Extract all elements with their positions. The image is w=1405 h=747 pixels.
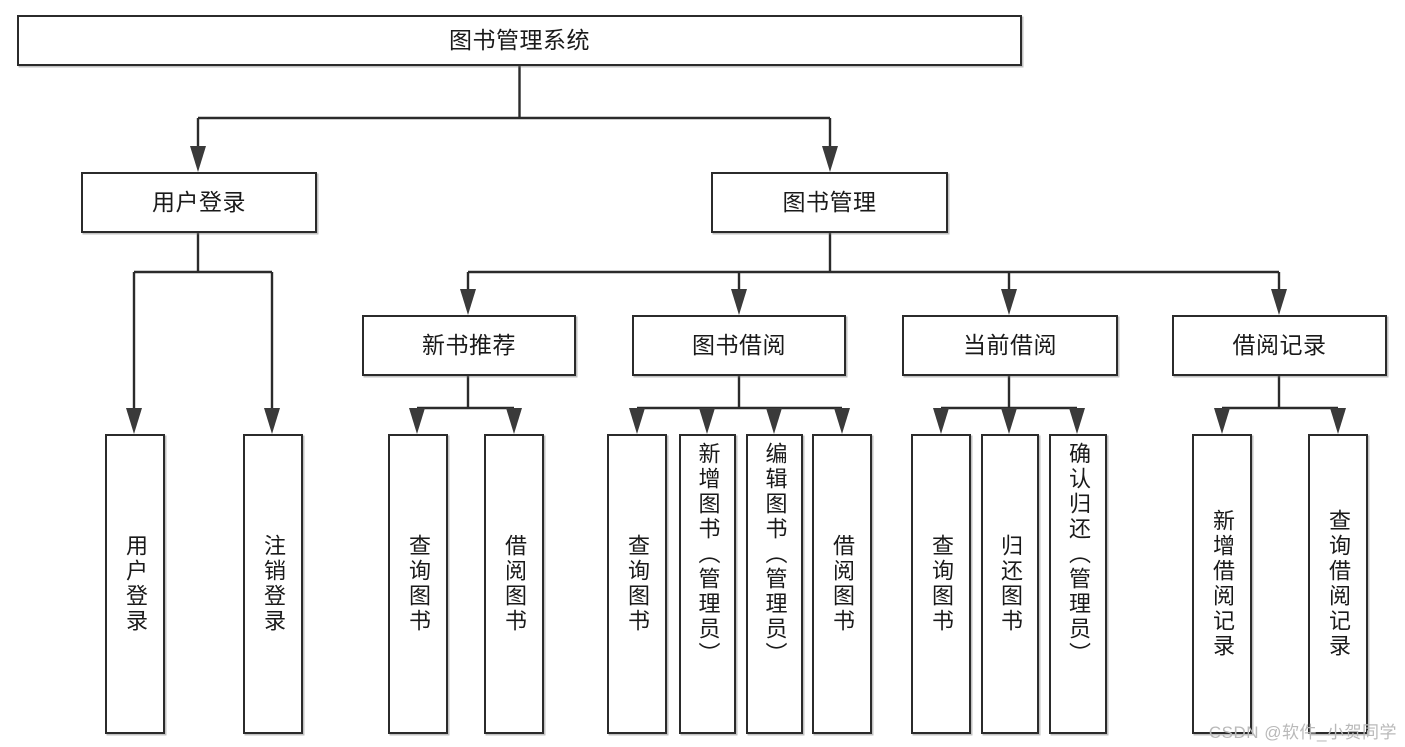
leaf-new-book-borrow-book[interactable]: 借阅图书 — [484, 434, 544, 734]
leaf-borrow-query-book[interactable]: 查询图书 — [607, 434, 667, 734]
leaf-borrow-add-book-admin[interactable]: 新增图书（管理员） — [679, 434, 736, 734]
node-label: 查询图书 — [625, 534, 650, 634]
leaf-borrow-edit-book-admin[interactable]: 编辑图书（管理员） — [746, 434, 803, 734]
node-label: 新增图书（管理员） — [695, 442, 721, 667]
node-label: 图书借阅 — [692, 331, 786, 358]
leaf-current-query-book[interactable]: 查询图书 — [911, 434, 971, 734]
leaf-user-login-logout[interactable]: 注销登录 — [243, 434, 303, 734]
node-root-book-management-system[interactable]: 图书管理系统 — [17, 15, 1022, 66]
node-new-book-recommend[interactable]: 新书推荐 — [362, 315, 576, 376]
node-label: 借阅图书 — [830, 534, 855, 634]
node-book-borrow[interactable]: 图书借阅 — [632, 315, 846, 376]
leaf-current-confirm-return-admin[interactable]: 确认归还（管理员） — [1049, 434, 1107, 734]
leaf-new-book-query-book[interactable]: 查询图书 — [388, 434, 448, 734]
leaf-record-add-borrow-record[interactable]: 新增借阅记录 — [1192, 434, 1252, 734]
node-label: 编辑图书（管理员） — [762, 442, 788, 667]
node-current-borrow[interactable]: 当前借阅 — [902, 315, 1118, 376]
node-label: 借阅图书 — [502, 534, 527, 634]
node-label: 新增借阅记录 — [1210, 509, 1235, 659]
node-label: 借阅记录 — [1232, 331, 1327, 358]
node-label: 用户登录 — [123, 534, 148, 634]
node-label: 注销登录 — [261, 534, 286, 634]
leaf-current-return-book[interactable]: 归还图书 — [981, 434, 1039, 734]
leaf-borrow-borrow-book[interactable]: 借阅图书 — [812, 434, 872, 734]
node-label: 归还图书 — [998, 534, 1023, 634]
csdn-watermark: CSDN @软件_小贺同学 — [1208, 723, 1397, 742]
node-label: 查询图书 — [406, 534, 431, 634]
leaf-user-login-login[interactable]: 用户登录 — [105, 434, 165, 734]
node-label: 用户登录 — [152, 188, 246, 215]
node-label: 当前借阅 — [963, 331, 1057, 358]
node-label: 查询图书 — [929, 534, 954, 634]
node-label: 图书管理系统 — [449, 26, 590, 53]
node-book-management[interactable]: 图书管理 — [711, 172, 948, 233]
node-user-login[interactable]: 用户登录 — [81, 172, 317, 233]
node-label: 图书管理 — [782, 188, 877, 215]
node-borrow-record[interactable]: 借阅记录 — [1172, 315, 1387, 376]
node-label: 确认归还（管理员） — [1066, 442, 1091, 667]
leaf-record-query-borrow-record[interactable]: 查询借阅记录 — [1308, 434, 1368, 734]
node-label: 查询借阅记录 — [1326, 509, 1351, 659]
node-label: 新书推荐 — [422, 331, 516, 358]
